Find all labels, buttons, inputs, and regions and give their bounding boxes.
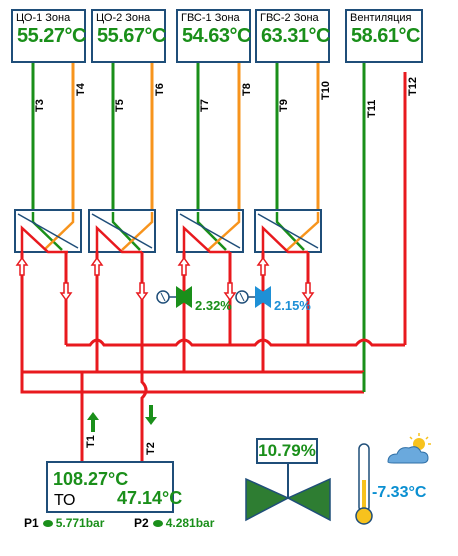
zone-box-co2[interactable]: ЦО-2 Зона 55.67°C: [91, 9, 167, 63]
exchanger-1: [14, 209, 82, 254]
zone-label: ЦО-1 Зона: [16, 12, 71, 24]
source-flow-arrows: [87, 405, 157, 432]
supply-arrow-up-icon: [87, 412, 99, 432]
pipe-label-t9: T9: [278, 99, 290, 112]
zone-label: ГВС-2 Зона: [260, 12, 319, 24]
zone-temperature: 58.61°C: [351, 25, 421, 47]
pipe-label-t8: T8: [241, 83, 253, 96]
pressure-value: 4.281bar: [165, 516, 215, 530]
pipe-label-t11: T11: [366, 99, 378, 118]
pressure-label: P1: [24, 516, 39, 530]
pipe-label-t4: T4: [75, 83, 87, 96]
exchanger-3: [176, 209, 244, 254]
pipe-label-t5: T5: [114, 99, 126, 112]
partly-cloudy-icon: [387, 433, 431, 464]
return-temperature: 47.14°C: [117, 488, 183, 508]
heat-source-box[interactable]: 108.27°C ТО 47.14°C: [46, 461, 182, 513]
zone-temperature: 63.31°C: [261, 25, 331, 47]
flow-arrows: [15, 256, 315, 302]
zone-label: Вентиляция: [350, 12, 412, 24]
pipe-label-t1: T1: [85, 435, 97, 448]
zone-box-co1[interactable]: ЦО-1 Зона 55.27°C: [11, 9, 87, 63]
pressure-p1: P1 5.771bar: [24, 516, 104, 530]
control-valve-1[interactable]: [156, 286, 192, 308]
pipe-label-t7: T7: [199, 99, 211, 112]
pipe-label-t3: T3: [34, 99, 46, 112]
exchanger-2: [88, 209, 156, 254]
valve-2-opening: 2.15%: [274, 298, 311, 313]
control-valve-2[interactable]: [235, 286, 271, 308]
pressure-value: 5.771bar: [55, 516, 105, 530]
return-arrow-down-icon: [145, 405, 157, 425]
pressure-p2: P2 4.281bar: [134, 516, 214, 530]
zone-temperature: 55.27°C: [17, 25, 87, 47]
pressure-indicator-icon: [152, 520, 163, 528]
outdoor-temperature: -7.33°C: [372, 484, 427, 501]
pump-level-display[interactable]: 10.79%: [256, 438, 318, 464]
pipe-label-t6: T6: [154, 83, 166, 96]
pipe-label-t12: T12: [407, 77, 419, 96]
zone-pipes: [31, 62, 407, 390]
pressure-indicator-icon: [42, 520, 53, 528]
valve-1-opening: 2.32%: [195, 298, 232, 313]
zone-temperature: 54.63°C: [182, 25, 252, 47]
zone-temperature: 55.67°C: [97, 25, 167, 47]
heat-source-name: ТО: [54, 492, 76, 509]
circulation-pump[interactable]: [245, 464, 331, 522]
exchanger-4: [254, 209, 322, 254]
zone-box-gvs2[interactable]: ГВС-2 Зона 63.31°C: [255, 9, 331, 63]
zone-label: ГВС-1 Зона: [181, 12, 240, 24]
zone-box-ventilation[interactable]: Вентиляция 58.61°C: [345, 9, 423, 63]
supply-temperature: 108.27°C: [53, 469, 129, 489]
primary-network: [20, 252, 405, 462]
pipe-label-t10: T10: [320, 81, 332, 100]
heat-exchangers: [14, 209, 322, 254]
zone-label: ЦО-2 Зона: [96, 12, 151, 24]
pipe-label-t2: T2: [145, 442, 157, 455]
thermometer-icon: [355, 443, 373, 525]
pressure-label: P2: [134, 516, 149, 530]
zone-box-gvs1[interactable]: ГВС-1 Зона 54.63°C: [176, 9, 252, 63]
